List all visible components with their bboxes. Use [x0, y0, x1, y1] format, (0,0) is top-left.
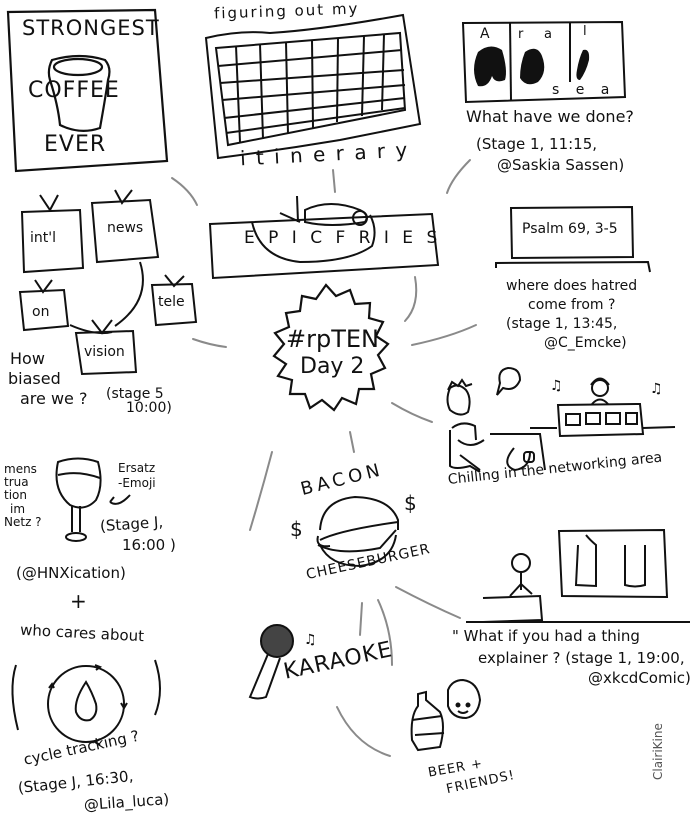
side-word-2: trua [4, 475, 29, 490]
xkcd-quote-2: explainer ? (stage 1, 19:00, [478, 649, 685, 667]
psalm-detail-2: @C_Emcke) [544, 335, 627, 351]
tv-caption-1: How [10, 349, 45, 368]
dollar-icon-left: $ [290, 517, 303, 541]
aral-detail1: (Stage 1, 11:15, [476, 135, 598, 153]
tv-detail-1: (stage 5 [106, 386, 164, 402]
psalm-box-label: Psalm 69, 3-5 [522, 221, 618, 237]
coffee-line3: EVER [44, 132, 107, 157]
aral-caption: What have we done? [466, 107, 634, 126]
menstruation-handle: (@HNXication) [16, 564, 126, 582]
fries-label: E P I C F R I E S [244, 228, 442, 248]
side-word-4: im [10, 501, 26, 516]
aral-letter-r: r [518, 27, 524, 42]
wine-glass-sketch [55, 457, 131, 542]
burger-sketch [316, 495, 399, 568]
xkcd-sketch [466, 528, 690, 623]
tv-screen-tele: tele [158, 294, 185, 310]
fries-sketch [208, 195, 440, 280]
psalm-caption-2: come from ? [528, 297, 616, 313]
aral-sea-label: s e a [552, 82, 616, 98]
networking-sketch [446, 366, 676, 473]
aral-letter-l: l [583, 24, 587, 39]
dollar-icon-right: $ [404, 491, 417, 515]
karaoke-music-note-icon: ♫ [304, 632, 317, 648]
psalm-sketch [495, 205, 651, 273]
itinerary-grid-sketch [204, 13, 422, 160]
coffee-line2: COFFEE [28, 78, 120, 103]
tv-globe-sketch [18, 189, 198, 376]
tv-caption-2: biased [8, 369, 61, 388]
aral-letter-a2: a [544, 27, 552, 42]
tv-screen-on: on [32, 304, 50, 320]
center-starburst [272, 283, 390, 412]
side-word-1: mens [4, 462, 37, 476]
side-word-5: Netz ? [4, 514, 42, 529]
coffee-sketch [6, 8, 169, 173]
center-subtitle: Day 2 [300, 354, 365, 379]
plus-sign: + [70, 589, 87, 613]
artist-signature: ClairiKine [651, 723, 665, 780]
connector-lines [171, 159, 477, 757]
tv-screen-intl: int'l [30, 230, 56, 246]
microphone-sketch [248, 624, 294, 700]
xkcd-quote-1: " What if you had a thing [452, 627, 640, 645]
tv-caption-3: are we ? [20, 389, 88, 408]
xkcd-quote-3: @xkcdComic) [588, 669, 691, 687]
psalm-detail-1: (stage 1, 13:45, [506, 316, 618, 332]
aral-sea-sketch [461, 20, 627, 104]
emoji-label-1: Ersatz [118, 461, 156, 475]
beer-friend-sketch [410, 678, 482, 752]
cycle-sketch [11, 659, 161, 746]
menstruation-detail-2: 16:00 ) [122, 536, 176, 554]
tv-detail-2: 10:00) [126, 400, 172, 416]
psalm-caption-1: where does hatred [506, 278, 638, 294]
tv-screen-news: news [107, 220, 144, 236]
emoji-label-2: -Emoji [118, 476, 156, 490]
tv-screen-vision: vision [84, 344, 125, 360]
music-note-icon: ♫ [550, 378, 563, 394]
center-title: #rpTEN [286, 325, 379, 353]
aral-detail2: @Saskia Sassen) [497, 156, 625, 174]
menstruation-side-text: mens trua tion im Netz ? [4, 462, 42, 529]
coffee-line1: STRONGEST [22, 16, 160, 40]
aral-letter-a: A [480, 26, 490, 42]
music-note-icon-2: ♫ [650, 381, 663, 397]
side-word-3: tion [4, 488, 27, 503]
